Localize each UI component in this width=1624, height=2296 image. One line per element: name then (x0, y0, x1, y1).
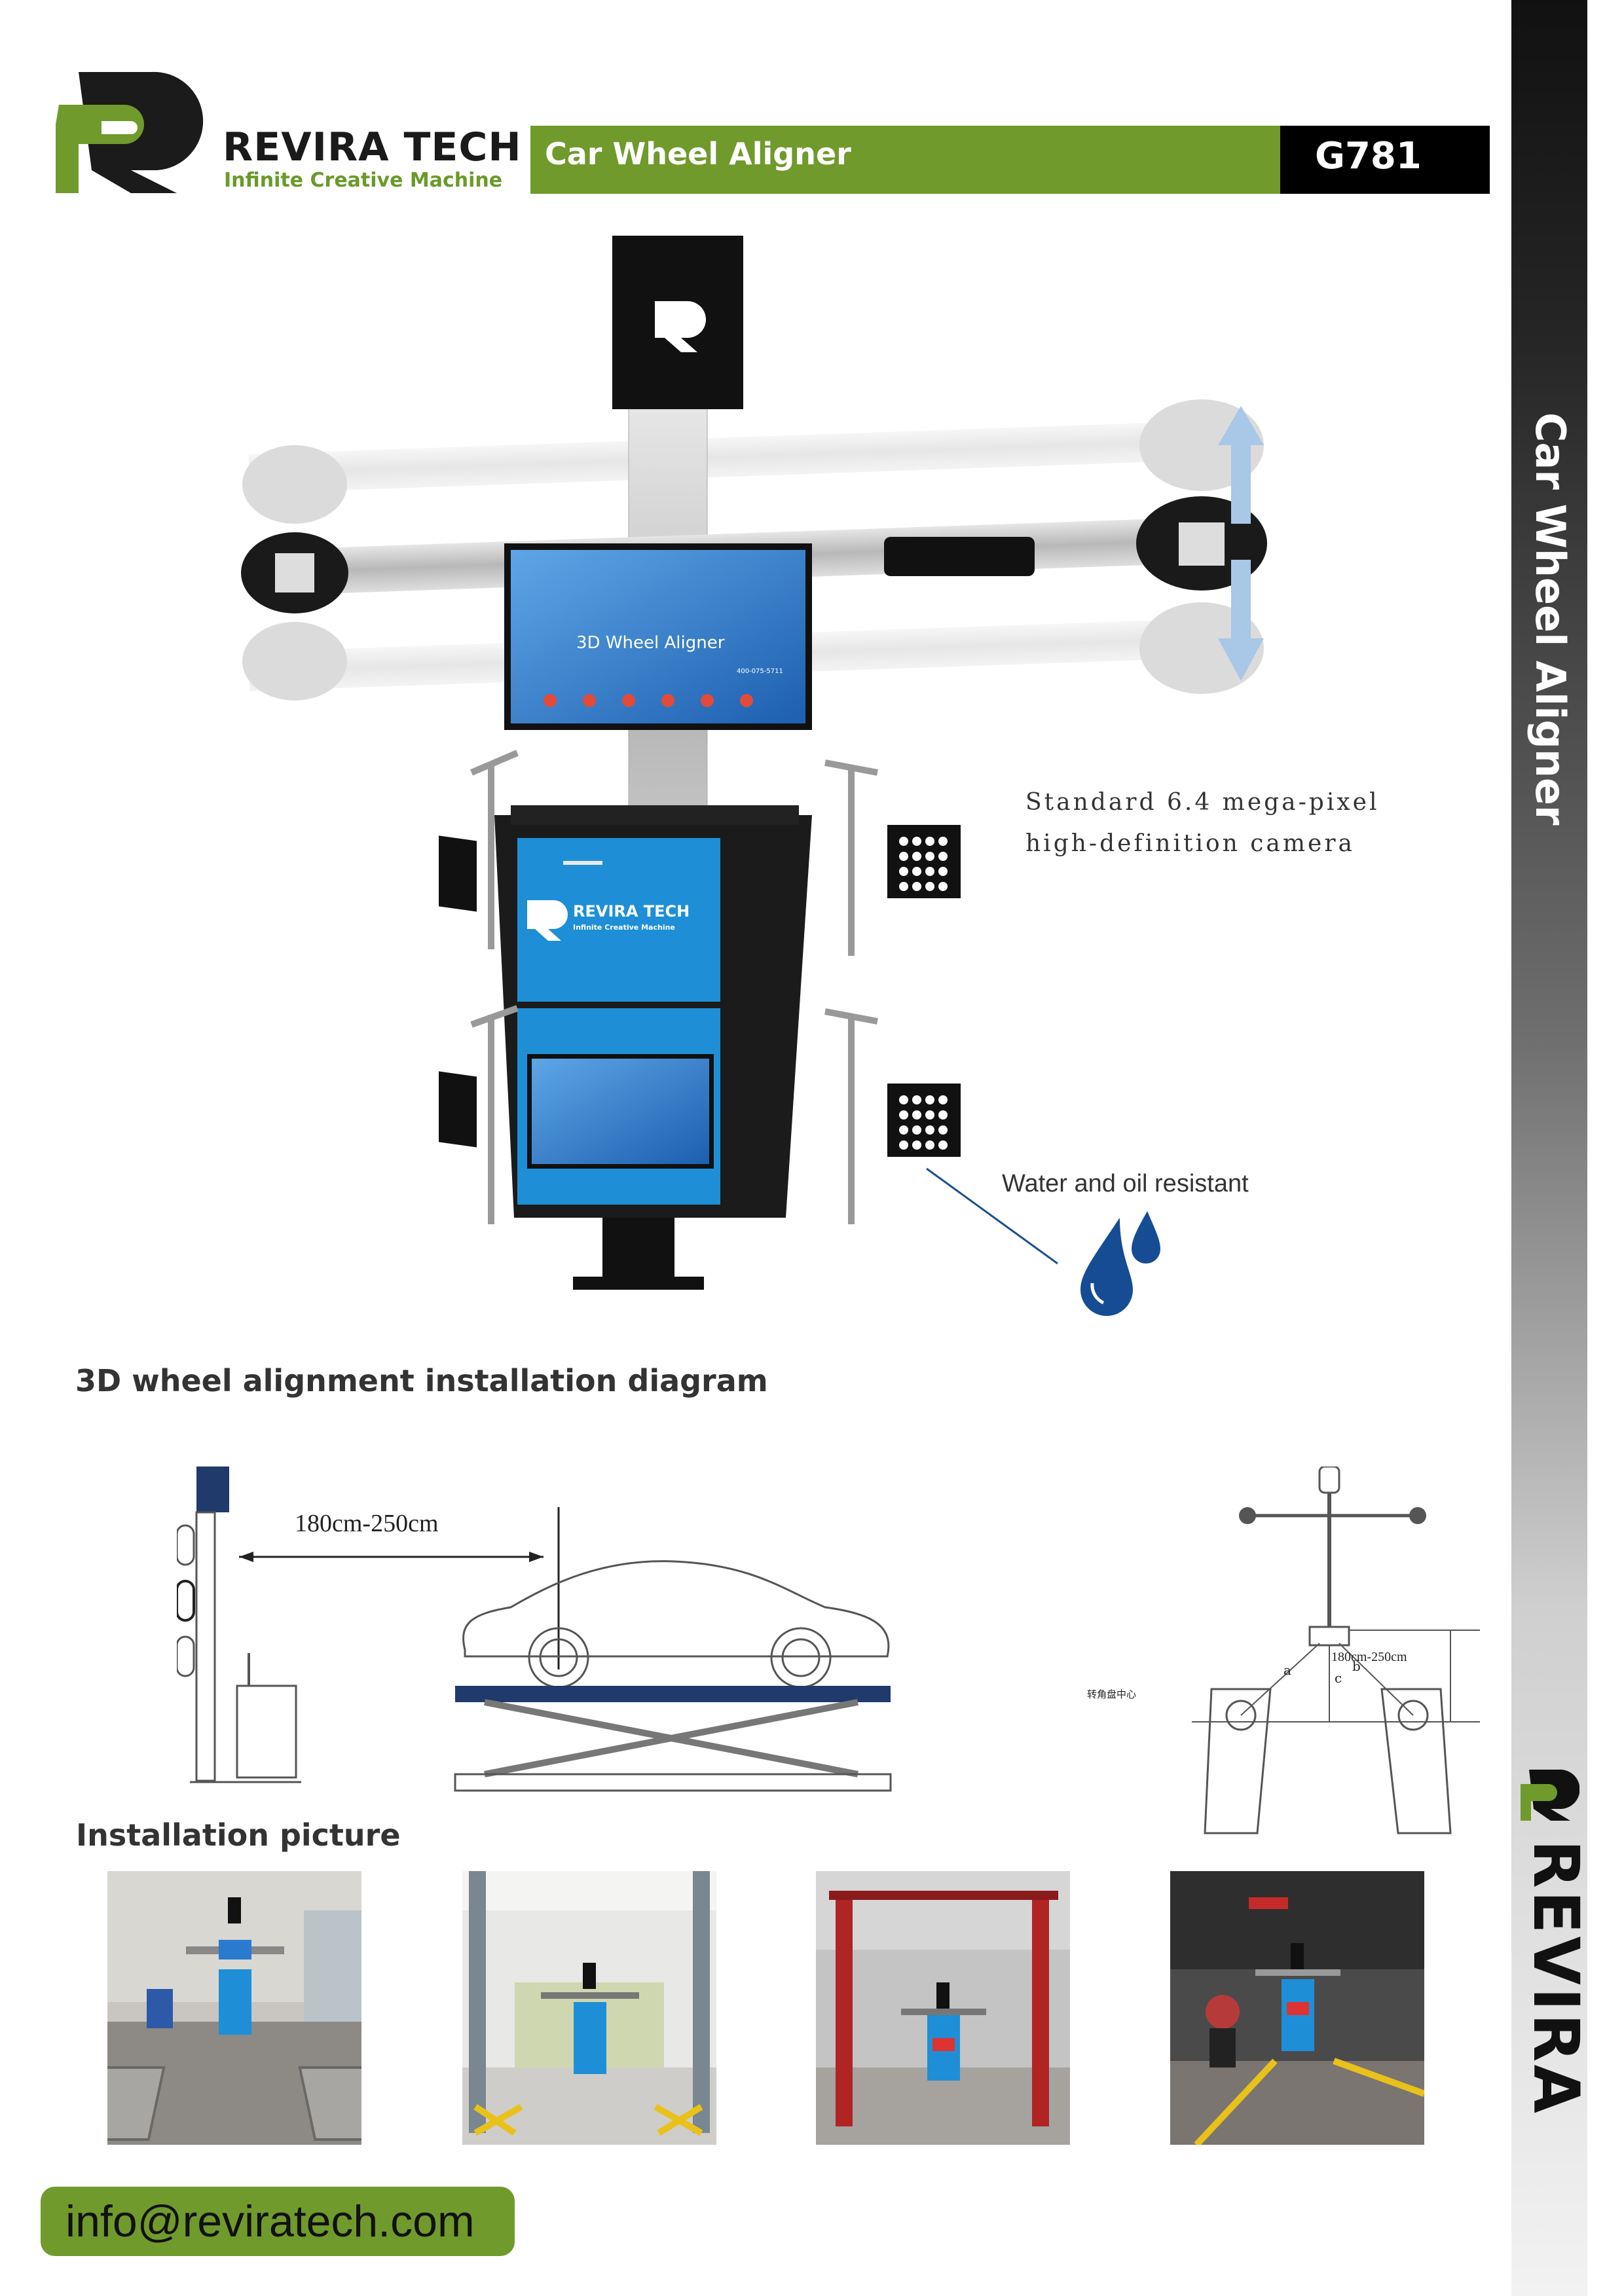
label-a: a (1283, 1662, 1291, 1678)
side-installation-diagram (177, 1467, 892, 1792)
feature-camera-text: Standard 6.4 mega-pixel high-definition … (1025, 789, 1380, 857)
sidebar-brand: REVIRA (1519, 1840, 1593, 2116)
turntable-center-label: 转角盘中心 (1087, 1688, 1137, 1700)
installation-photo-3 (816, 1871, 1070, 2145)
sidebar-title: Car Wheel Aligner (1526, 412, 1574, 826)
model-number: G781 (1315, 135, 1422, 177)
top-installation-diagram: a b c (1192, 1467, 1480, 1834)
wheel-aligner-product-image: 3D Wheel Aligner 400-075-5711 REVIRA TEC… (241, 236, 1267, 1316)
label-b: b (1352, 1658, 1361, 1674)
diagram-heading: 3D wheel alignment installation diagram (75, 1363, 768, 1398)
brand-tagline: Infinite Creative Machine (224, 169, 503, 192)
screen-title: 3D Wheel Aligner (576, 633, 725, 653)
email-badge (41, 2187, 515, 2256)
model-badge (1280, 126, 1490, 194)
cabinet-tagline: Infinite Creative Machine (573, 923, 675, 932)
top-distance-label: 180cm-250cm (1331, 1650, 1407, 1664)
sidebar-logo-icon (1521, 1769, 1579, 1821)
feature-water-text: Water and oil resistant (1002, 1170, 1249, 1197)
installation-photo-2 (462, 1871, 716, 2145)
installation-photo-4 (1170, 1871, 1424, 2145)
label-c: c (1335, 1670, 1342, 1686)
brand-name: REVIRA TECH (223, 124, 522, 170)
screen-phone: 400-075-5711 (737, 668, 783, 675)
revira-logo (56, 71, 204, 193)
photos-heading: Installation picture (76, 1817, 401, 1853)
product-title: Car Wheel Aligner (545, 136, 851, 172)
contact-email[interactable]: info@reviratech.com (65, 2196, 475, 2246)
installation-photo-1 (107, 1871, 361, 2145)
cabinet-brand: REVIRA TECH (573, 902, 690, 920)
side-distance-label: 180cm-250cm (295, 1510, 439, 1537)
sidebar-strip (1511, 0, 1587, 2296)
